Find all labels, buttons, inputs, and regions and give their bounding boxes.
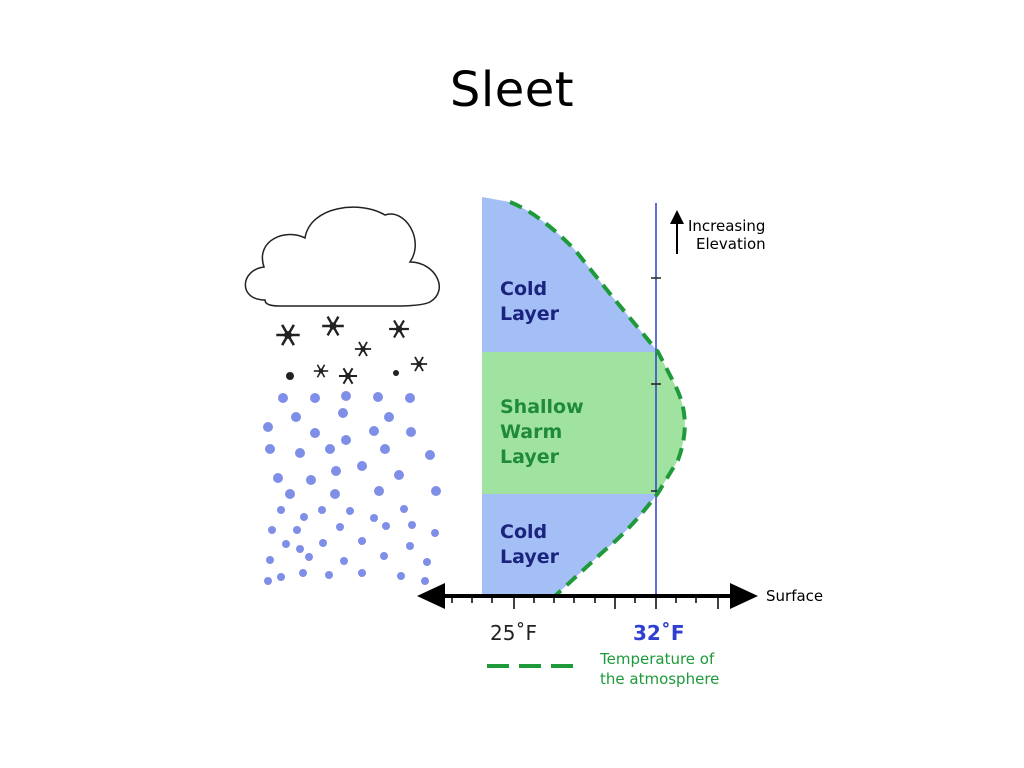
- lower-cold-label-2: Layer: [500, 546, 560, 568]
- tick-label-25f: 25˚F: [490, 621, 537, 645]
- lower-cold-label-1: Cold: [500, 521, 547, 543]
- snowflake-icon: [274, 315, 429, 385]
- cloud-icon: [244, 206, 441, 307]
- page-title: Sleet: [449, 62, 575, 118]
- temperature-curve: [509, 200, 687, 598]
- legend-label-1: Temperature of: [599, 650, 715, 668]
- warm-label-2: Warm: [500, 421, 562, 443]
- axis-ticks: [451, 596, 719, 609]
- upper-cold-label-1: Cold: [500, 278, 547, 300]
- double-arrow-icon: [417, 583, 758, 609]
- warm-layer: [482, 352, 685, 494]
- upper-cold-layer: [482, 197, 685, 352]
- surface-label: Surface: [766, 587, 823, 605]
- warm-label-1: Shallow: [500, 396, 584, 418]
- upper-cold-label-2: Layer: [500, 303, 560, 325]
- sleet-pellet-icon: [263, 391, 441, 585]
- tick-label-32f: 32˚F: [633, 621, 685, 645]
- legend-label-2: the atmosphere: [600, 670, 719, 688]
- elevation-label-2: Elevation: [696, 235, 766, 253]
- warm-label-3: Layer: [500, 446, 560, 468]
- arrow-up-icon: [670, 210, 684, 254]
- lower-cold-layer: [482, 494, 685, 596]
- elevation-label-1: Increasing: [688, 217, 765, 235]
